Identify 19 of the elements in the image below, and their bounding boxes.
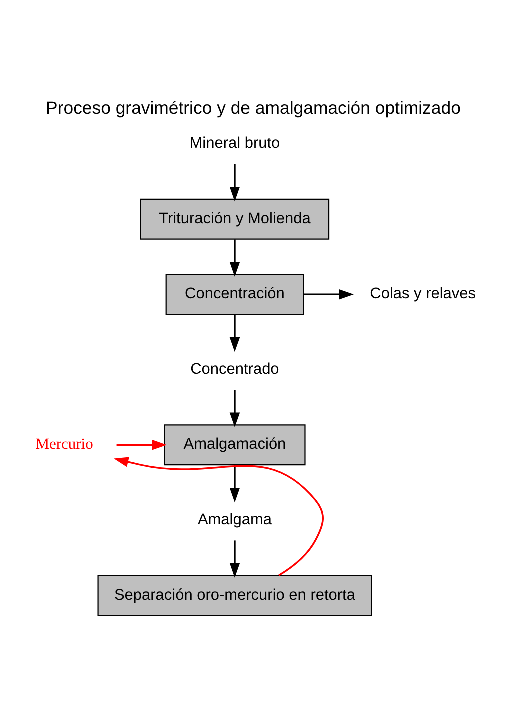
node-text: Amalgama xyxy=(198,510,272,528)
arrow xyxy=(230,239,240,276)
arrow xyxy=(230,540,240,578)
node-box: Amalgamación xyxy=(164,424,306,466)
node-box: Concentración xyxy=(166,274,304,315)
arrow xyxy=(230,390,240,427)
arrow xyxy=(114,456,324,576)
node-box: Trituración y Molienda xyxy=(140,198,330,240)
node-text: Mineral bruto xyxy=(190,134,280,152)
arrow xyxy=(230,314,240,352)
node-text: Concentrado xyxy=(190,360,280,378)
node-text: Colas y relaves xyxy=(370,285,476,302)
arrow xyxy=(304,289,354,300)
arrow xyxy=(230,164,240,202)
arrow xyxy=(230,464,240,502)
node-text: Mercurio xyxy=(36,436,94,453)
diagram-title: Proceso gravimétrico y de amalgamación optimizado xyxy=(46,98,461,118)
arrow xyxy=(116,440,168,450)
node-box: Separación oro-mercurio en retorta xyxy=(98,574,372,616)
